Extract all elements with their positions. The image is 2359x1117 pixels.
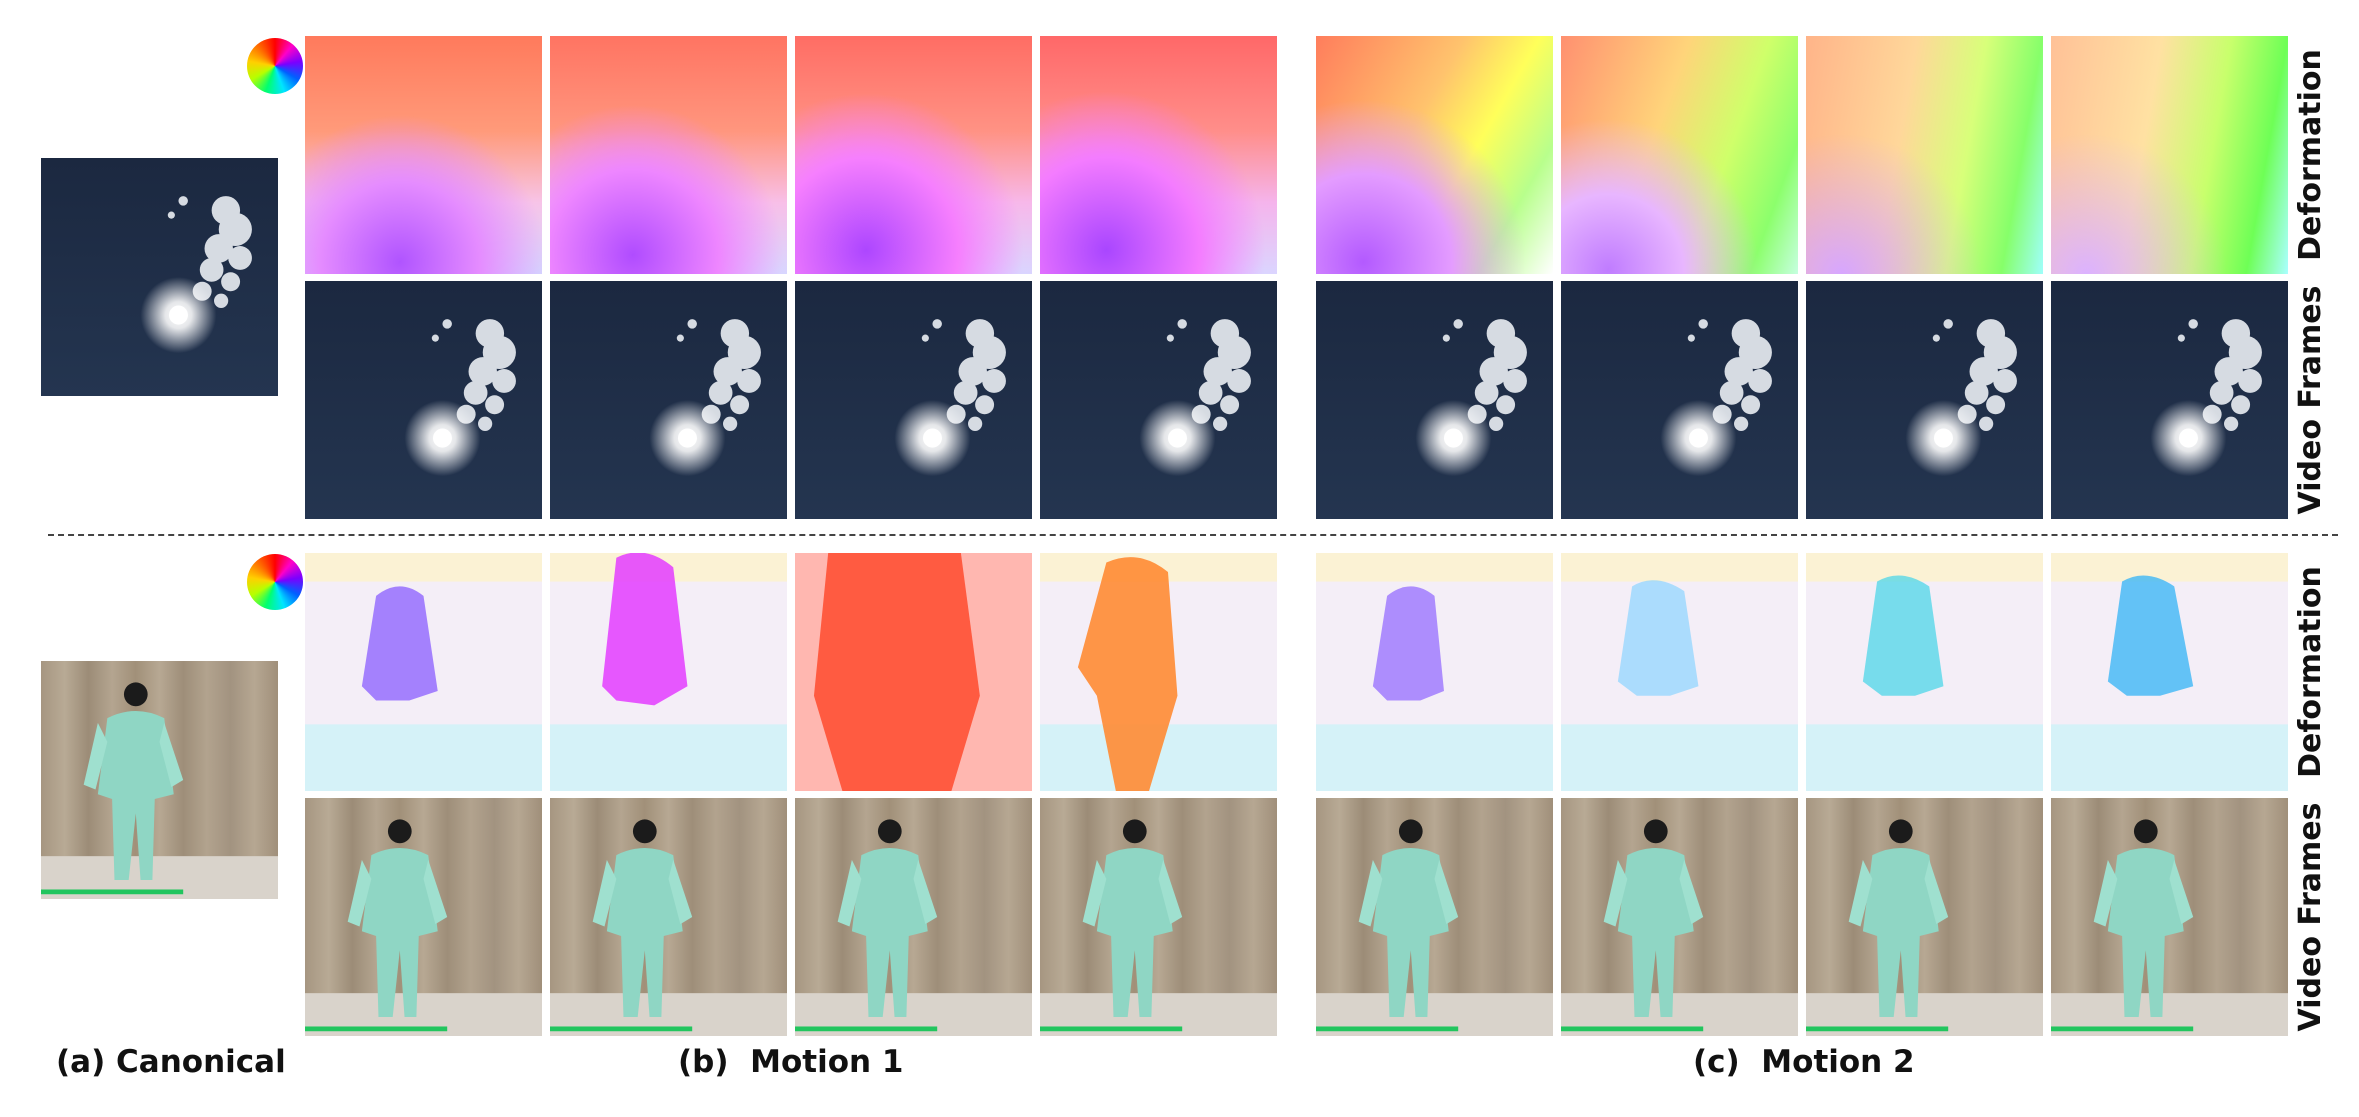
- sky-motion1-frame-2: [550, 281, 787, 519]
- caption-motion2: (c) Motion 2: [1693, 1044, 1915, 1080]
- sky-motion2-frame-2: [1561, 281, 1798, 519]
- taichi-motion1-deformation-4: [1040, 553, 1277, 791]
- taichi-motion2-deformation-4: [2051, 553, 2288, 791]
- taichi-motion2-frame-3: [1806, 798, 2043, 1036]
- section-divider: [48, 534, 2338, 536]
- taichi-motion2-deformation-1: [1316, 553, 1553, 791]
- caption-canonical: (a) Canonical: [56, 1044, 286, 1080]
- sky-motion1-deformation-1: [305, 36, 542, 274]
- sky-motion2-deformation-1: [1316, 36, 1553, 274]
- taichi-motion1-deformation-1: [305, 553, 542, 791]
- sky-motion1-frame-3: [795, 281, 1032, 519]
- sky-motion2-frame-3: [1806, 281, 2043, 519]
- taichi-motion2-frame-4: [2051, 798, 2288, 1036]
- taichi-motion2-frame-2: [1561, 798, 1798, 1036]
- taichi-motion1-deformation-3: [795, 553, 1032, 791]
- row-label-video-frames: Video Frames: [2293, 802, 2328, 1032]
- sky-motion1-frame-1: [305, 281, 542, 519]
- sky-motion1-deformation-2: [550, 36, 787, 274]
- sky-motion2-frame-1: [1316, 281, 1553, 519]
- sky-motion1-deformation-4: [1040, 36, 1277, 274]
- color-wheel-icon: [247, 38, 303, 94]
- taichi-motion2-deformation-3: [1806, 553, 2043, 791]
- sky-motion1-frame-4: [1040, 281, 1277, 519]
- taichi-motion1-frame-3: [795, 798, 1032, 1036]
- taichi-motion1-frame-2: [550, 798, 787, 1036]
- row-label-video-frames: Video Frames: [2293, 285, 2328, 515]
- taichi-motion1-frame-1: [305, 798, 542, 1036]
- canonical-sky-image: [41, 158, 278, 396]
- row-label-deformation: Deformation: [2293, 566, 2328, 778]
- row-label-deformation: Deformation: [2293, 49, 2328, 261]
- taichi-motion2-deformation-2: [1561, 553, 1798, 791]
- sky-motion2-deformation-2: [1561, 36, 1798, 274]
- sky-motion1-deformation-3: [795, 36, 1032, 274]
- taichi-motion1-deformation-2: [550, 553, 787, 791]
- sky-motion2-deformation-4: [2051, 36, 2288, 274]
- taichi-motion2-frame-1: [1316, 798, 1553, 1036]
- sky-motion2-frame-4: [2051, 281, 2288, 519]
- canonical-taichi-image: [41, 661, 278, 899]
- caption-motion1: (b) Motion 1: [678, 1044, 904, 1080]
- taichi-motion1-frame-4: [1040, 798, 1277, 1036]
- color-wheel-icon: [247, 554, 303, 610]
- sky-motion2-deformation-3: [1806, 36, 2043, 274]
